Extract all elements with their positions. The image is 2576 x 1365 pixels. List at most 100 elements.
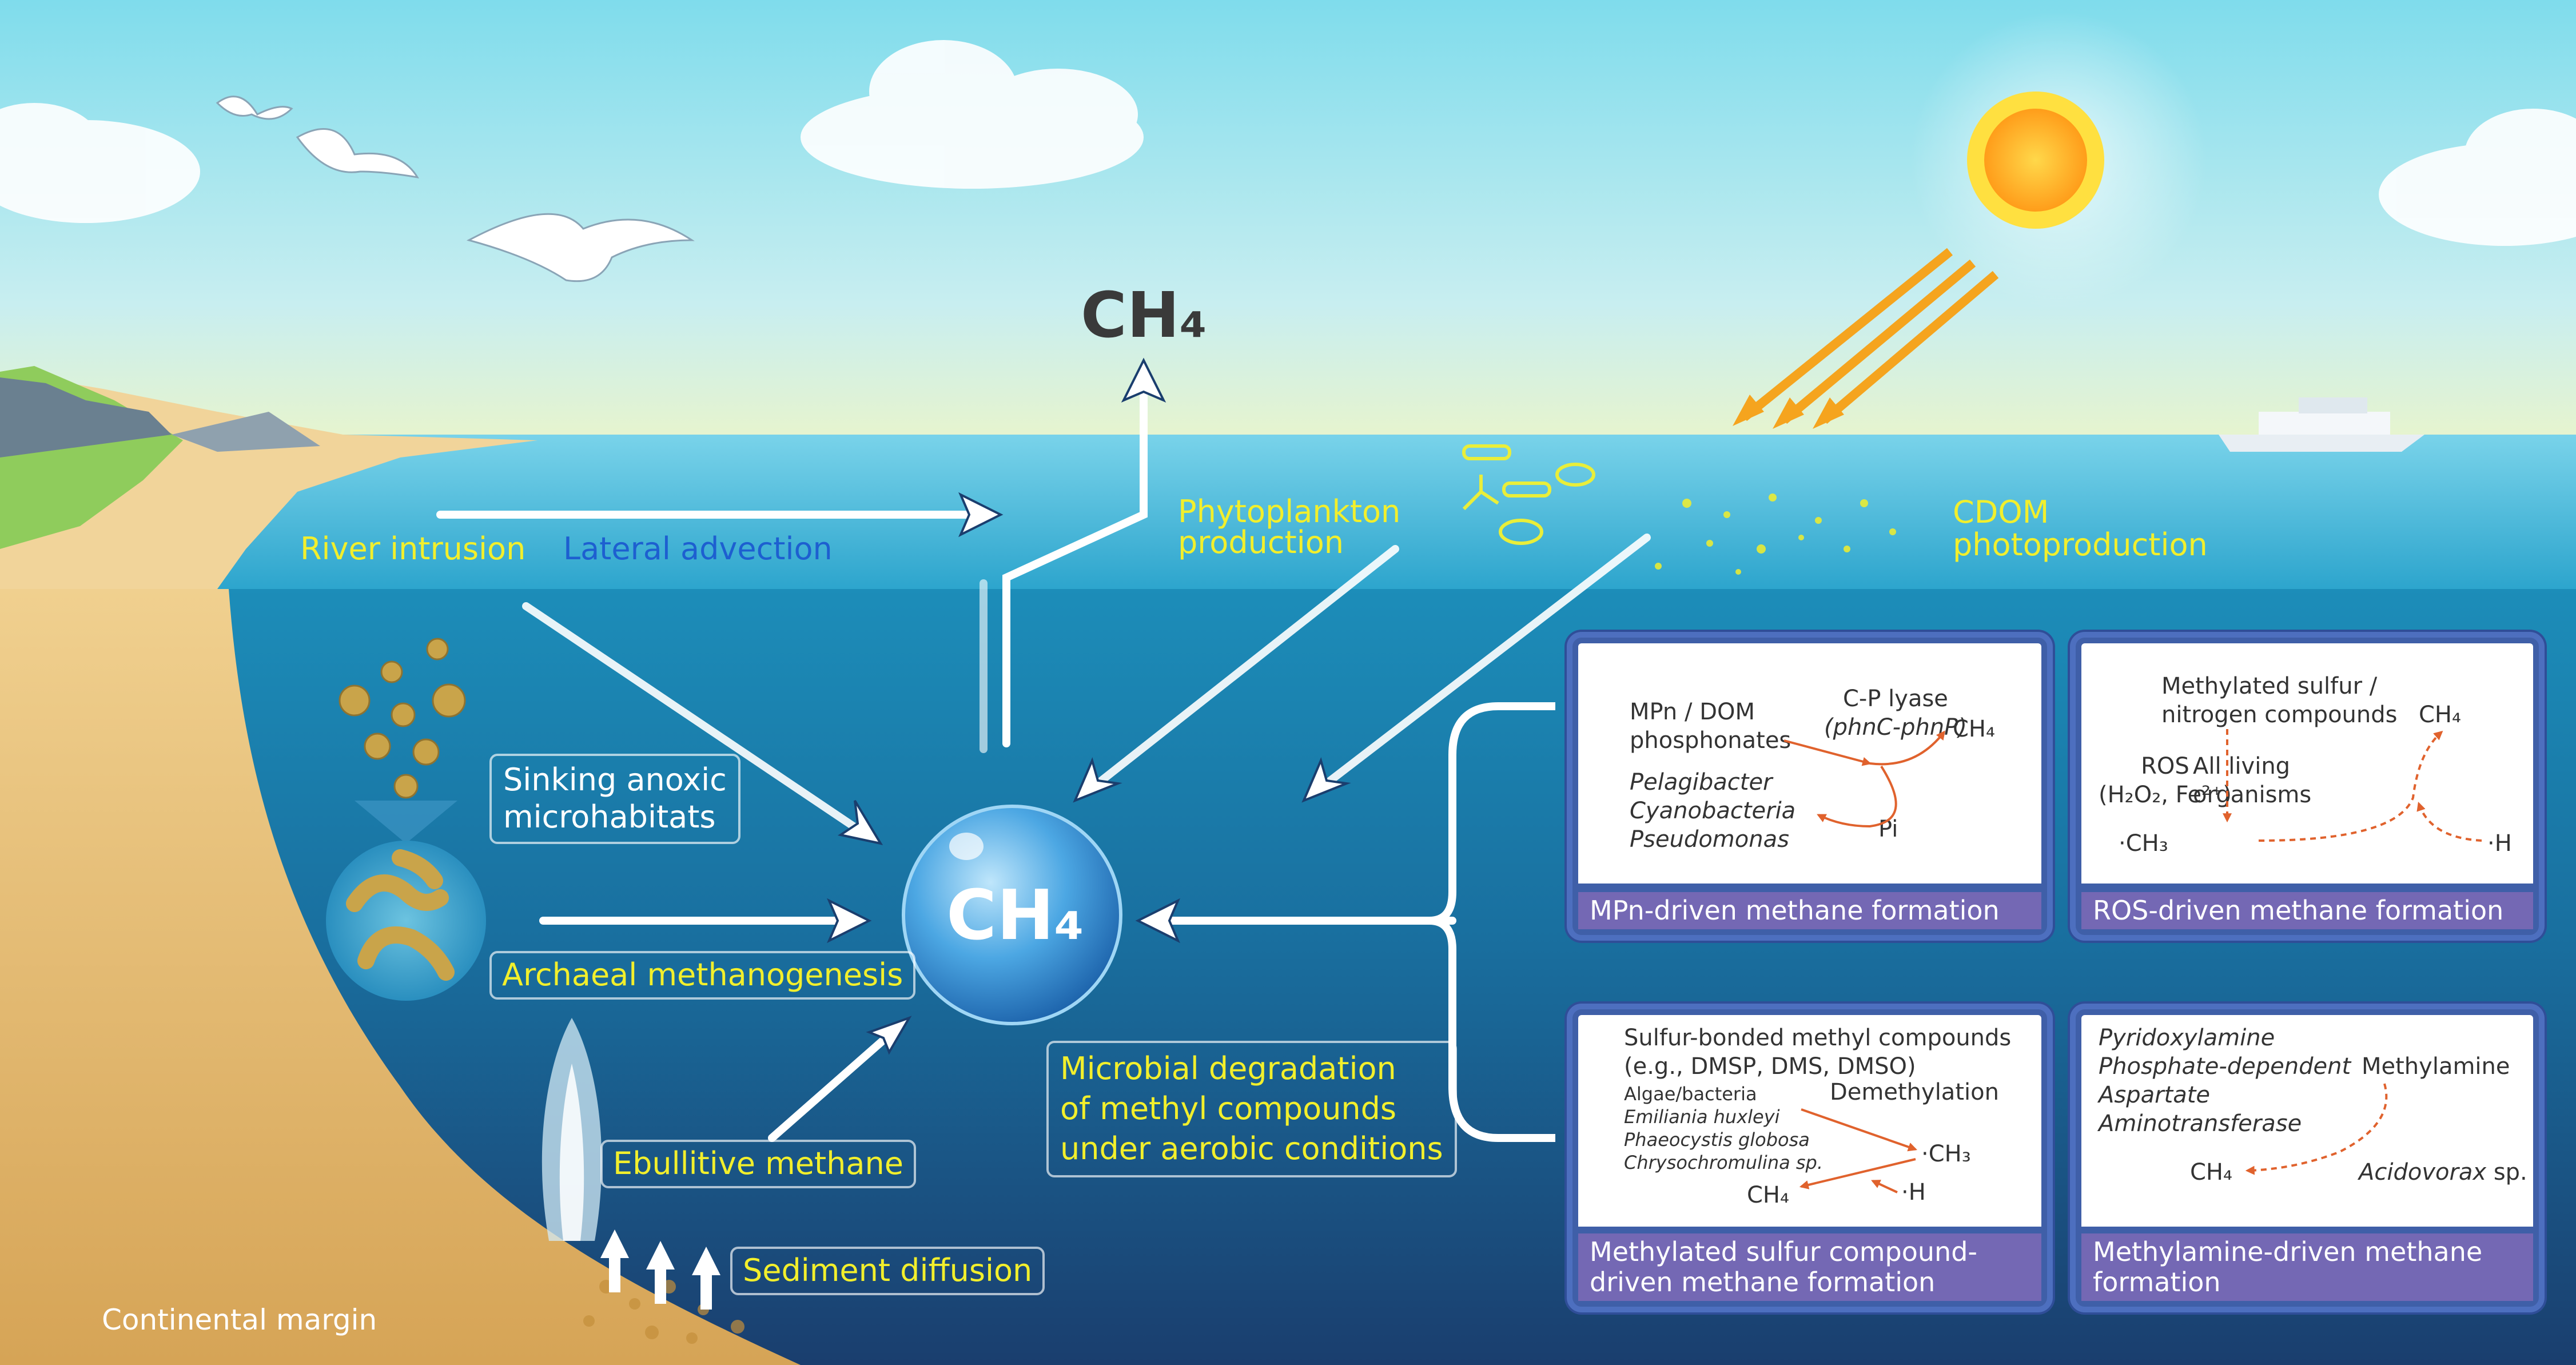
sulfur-organisms: Algae/bacteria Emiliania huxleyi Phaeocy… xyxy=(1624,1083,1823,1174)
mpn-organism-2: Cyanobacteria xyxy=(1630,798,1796,824)
cdom-label-line2: photoproduction xyxy=(1953,526,2208,563)
sulfur-organism-3: Phaeocystis globosa xyxy=(1624,1129,1810,1151)
clouds xyxy=(0,40,2576,246)
ros-source-line1: Methylated sulfur / xyxy=(2161,673,2378,699)
ch4-atmosphere-label: CH₄ xyxy=(1081,278,1207,352)
ros-source: Methylated sulfur / nitrogen compounds xyxy=(2161,672,2397,729)
ch4-center-label: CH₄ xyxy=(946,876,1085,956)
methylamine-product: CH₄ xyxy=(2190,1159,2233,1185)
sulfur-source: Sulfur-bonded methyl compounds (e.g., DM… xyxy=(1624,1024,2011,1081)
methylamine-organism-name: Acidovorax xyxy=(2359,1159,2487,1185)
mountain-far xyxy=(172,412,320,452)
microbial-degradation-label: Microbial degradation of methyl compound… xyxy=(1046,1041,1457,1177)
methylamine-source: Methylamine xyxy=(2362,1053,2510,1080)
ros-oxidants-line2: (H₂O₂, Fe²⁺) xyxy=(2099,782,2232,808)
methylamine-title-line2: formation xyxy=(2093,1267,2221,1298)
flow-arrowheads xyxy=(827,357,1351,1055)
methylamine-panel: Pyridoxylamine Phosphate-dependent Aspar… xyxy=(2070,1004,2545,1312)
ros-panel-title: ROS-driven methane formation xyxy=(2081,892,2533,929)
ros-product: CH₄ xyxy=(2419,702,2462,728)
mpn-panel-title: MPn-driven methane formation xyxy=(1578,892,2041,929)
ros-organisms: All living organisms xyxy=(2193,752,2311,809)
flow-arrows xyxy=(436,385,1651,1142)
ebullitive-methane-label: Ebullitive methane xyxy=(600,1140,916,1188)
archaeal-methanogenesis-label: Archaeal methanogenesis xyxy=(489,951,916,1000)
methylamine-title-line1: Methylamine-driven methane xyxy=(2093,1236,2483,1268)
sulfur-source-line2: (e.g., DMSP, DMS, DMSO) xyxy=(1624,1053,1916,1080)
sulfur-title-line2: driven methane formation xyxy=(1590,1267,1936,1298)
mpn-organism-3: Pseudomonas xyxy=(1630,826,1789,853)
methylamine-enzyme: Pyridoxylamine Phosphate-dependent Aspar… xyxy=(2099,1024,2351,1138)
methylamine-reaction-arrows xyxy=(2245,1083,2388,1175)
phytoplankton-label-line2: production xyxy=(1178,524,1344,560)
cdom-arrow xyxy=(1323,534,1651,787)
seagull-icons xyxy=(216,95,695,282)
sinking-particles xyxy=(339,638,466,799)
mpn-organism-1: Pelagibacter xyxy=(1630,769,1773,795)
ros-organisms-line1: All living xyxy=(2193,753,2291,779)
sinking-funnel xyxy=(355,801,457,843)
cdom-particles xyxy=(1655,494,1896,575)
ros-panel-body xyxy=(2081,643,2533,884)
sinking-label-line2: microhabitats xyxy=(503,798,716,835)
methylamine-enzyme-line2: Phosphate-dependent xyxy=(2099,1053,2351,1080)
sulfur-product: CH₄ xyxy=(1747,1182,1790,1208)
microbial-label-line2: of methyl compounds xyxy=(1060,1091,1397,1127)
ros-source-line2: nitrogen compounds xyxy=(2161,702,2398,728)
sulfur-panel-title: Methylated sulfur compound- driven metha… xyxy=(1578,1233,2041,1301)
methylamine-enzyme-line4: Aminotransferase xyxy=(2099,1111,2302,1137)
sulfur-organism-4: Chrysochromulina sp. xyxy=(1624,1152,1823,1173)
ros-panel: Methylated sulfur / nitrogen compounds R… xyxy=(2070,632,2545,941)
sediment-diffusion-label: Sediment diffusion xyxy=(730,1247,1045,1295)
methane-sphere xyxy=(902,805,1122,1025)
emission-arrow xyxy=(1002,385,1148,747)
sulfur-source-line1: Sulfur-bonded methyl compounds xyxy=(1624,1025,2012,1051)
sun-icon xyxy=(1984,109,2087,212)
phytoplankton-icons xyxy=(1462,444,1595,545)
ebullition-plume xyxy=(542,1018,602,1241)
microbial-label-line1: Microbial degradation xyxy=(1060,1050,1396,1087)
sulfur-h: ·H xyxy=(1901,1179,1926,1205)
mpn-organisms: Pelagibacter Cyanobacteria Pseudomonas xyxy=(1630,768,1795,854)
microbial-label-line3: under aerobic conditions xyxy=(1060,1131,1443,1167)
ebullition-arrow xyxy=(768,1031,893,1142)
mpn-source: MPn / DOM phosphonates xyxy=(1630,698,1791,755)
panel-bracket xyxy=(1429,702,1555,1142)
methylamine-enzyme-line1: Pyridoxylamine xyxy=(2099,1025,2275,1051)
phytoplankton-label: Phytoplankton production xyxy=(1178,496,1400,558)
mpn-enzyme-line1: C-P lyase xyxy=(1842,686,1948,712)
mpn-product: CH₄ xyxy=(1953,716,1996,742)
sulfur-panel-body xyxy=(1578,1015,2041,1227)
lateral-advection-label: Lateral advection xyxy=(563,531,833,567)
ship-icon xyxy=(2219,397,2424,452)
mpn-panel: MPn / DOM phosphonates C-P lyase (phnC-p… xyxy=(1567,632,2053,941)
mountain xyxy=(0,377,172,457)
sunray-heads xyxy=(1733,395,1844,429)
ros-oxidants: ROS (H₂O₂, Fe²⁺) xyxy=(2099,752,2232,809)
sea-surface xyxy=(0,435,2576,595)
sulfur-organism-2: Emiliania huxleyi xyxy=(1624,1106,1780,1128)
cdom-label-line1: CDOM xyxy=(1953,494,2049,530)
methylamine-panel-title: Methylamine-driven methane formation xyxy=(2081,1233,2533,1301)
methylamine-enzyme-line3: Aspartate xyxy=(2099,1082,2211,1108)
sunray-arrows xyxy=(1741,248,1999,424)
methylamine-organism-suffix: sp. xyxy=(2486,1159,2527,1185)
sphere-highlight xyxy=(949,833,984,860)
phytoplankton-arrow xyxy=(1094,545,1399,787)
sulfur-process: Demethylation xyxy=(1830,1079,1999,1105)
sediment-diffusion-arrows xyxy=(600,1229,720,1310)
ros-oxidants-line1: ROS xyxy=(2141,753,2189,779)
sinking-label-line1: Sinking anoxic xyxy=(503,762,727,798)
sulfur-title-line1: Methylated sulfur compound- xyxy=(1590,1236,1978,1268)
ros-h: ·H xyxy=(2487,830,2512,857)
continental-margin-label: Continental margin xyxy=(102,1303,377,1336)
phytoplankton-label-line1: Phytoplankton xyxy=(1178,494,1401,530)
ros-ch3: ·CH₃ xyxy=(2119,830,2168,857)
mpn-reaction-arrows xyxy=(1783,730,1945,828)
sulfur-reaction-arrows xyxy=(1799,1108,1918,1193)
sulfur-organism-1: Algae/bacteria xyxy=(1624,1083,1757,1105)
mpn-source-line1: MPn / DOM xyxy=(1630,699,1755,725)
cdom-label: CDOM photoproduction xyxy=(1953,496,2208,561)
mpn-panel-body xyxy=(1578,643,2041,884)
